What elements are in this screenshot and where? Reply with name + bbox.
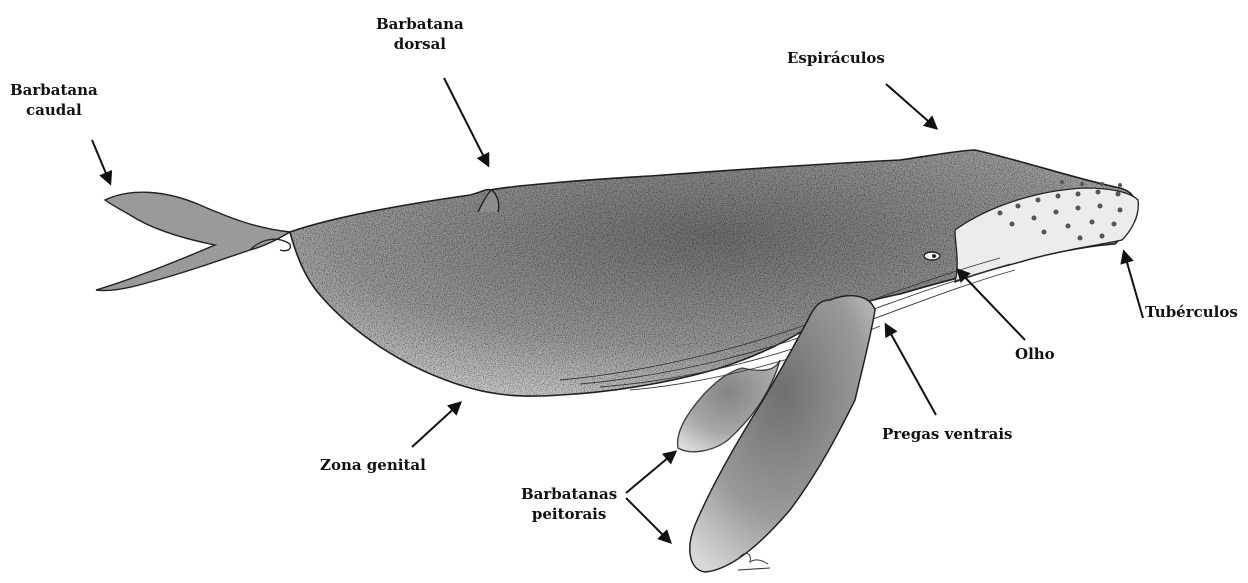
label-eye: Olho bbox=[1015, 344, 1055, 364]
label-blowholes: Espiráculos bbox=[787, 48, 885, 68]
label-ventral-pleats: Pregas ventrais bbox=[882, 424, 1012, 444]
label-tubercles: Tubérculos bbox=[1145, 302, 1238, 322]
caudal-fin bbox=[96, 192, 290, 290]
label-genital-zone: Zona genital bbox=[320, 455, 426, 475]
